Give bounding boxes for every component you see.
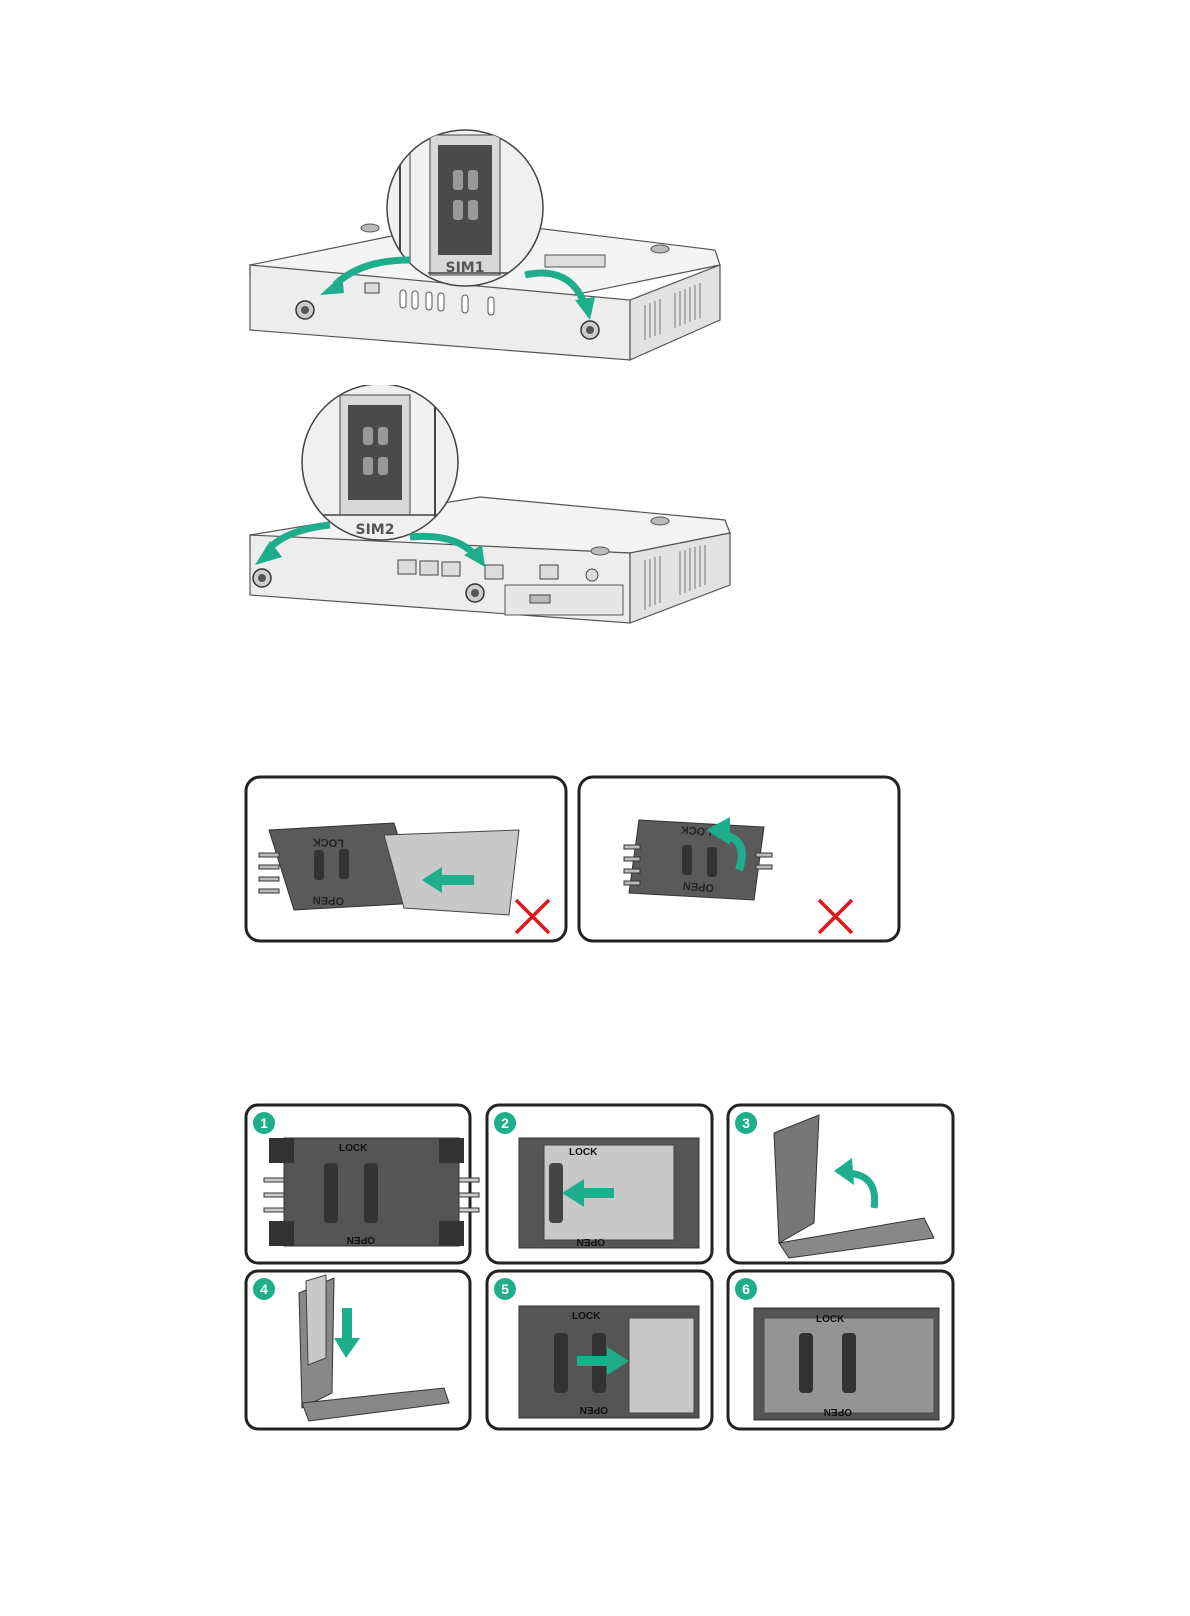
lock-label: LOCK — [313, 836, 345, 849]
step-number: 2 — [501, 1115, 509, 1131]
lock-label: LOCK — [572, 1311, 601, 1322]
figure-sim2-slot: SIM2 — [240, 385, 740, 630]
open-label: OPEN — [580, 1404, 608, 1415]
figure-install-steps: 1 LOCK OPEN 2 LOCK OPEN 3 4 — [244, 1103, 956, 1431]
step-2-panel: 2 LOCK OPEN — [487, 1105, 712, 1263]
open-label: OPEN — [347, 1234, 375, 1245]
figure-sim1-slot: SIM1 — [240, 125, 740, 365]
step-4-panel: 4 — [246, 1271, 470, 1429]
router-chassis — [250, 497, 730, 623]
sim-card — [384, 830, 519, 915]
step-3-panel: 3 — [728, 1105, 953, 1263]
lock-label: LOCK — [816, 1314, 845, 1325]
sim-card — [306, 1275, 326, 1365]
panel-wrong-flip: LOCK OPEN — [579, 777, 899, 941]
figure-incorrect-operations: LOCK OPEN LOCK OPEN — [244, 775, 902, 945]
open-label: OPEN — [313, 894, 345, 907]
step-5-panel: 5 LOCK OPEN — [487, 1271, 712, 1429]
step-number: 1 — [260, 1115, 268, 1131]
open-label: OPEN — [577, 1236, 605, 1247]
step-number: 3 — [742, 1115, 750, 1131]
lock-label: LOCK — [569, 1147, 598, 1158]
lock-label: LOCK — [339, 1143, 368, 1154]
panel-wrong-insert: LOCK OPEN — [246, 777, 566, 941]
open-label: OPEN — [824, 1406, 852, 1417]
step-6-panel: 6 LOCK OPEN — [728, 1271, 953, 1429]
step-1-panel: 1 LOCK OPEN — [246, 1105, 479, 1263]
sim2-label: SIM2 — [356, 522, 395, 538]
sim1-label: SIM1 — [446, 260, 485, 276]
step-number: 6 — [742, 1281, 750, 1297]
step-number: 5 — [501, 1281, 509, 1297]
step-number: 4 — [260, 1281, 268, 1297]
